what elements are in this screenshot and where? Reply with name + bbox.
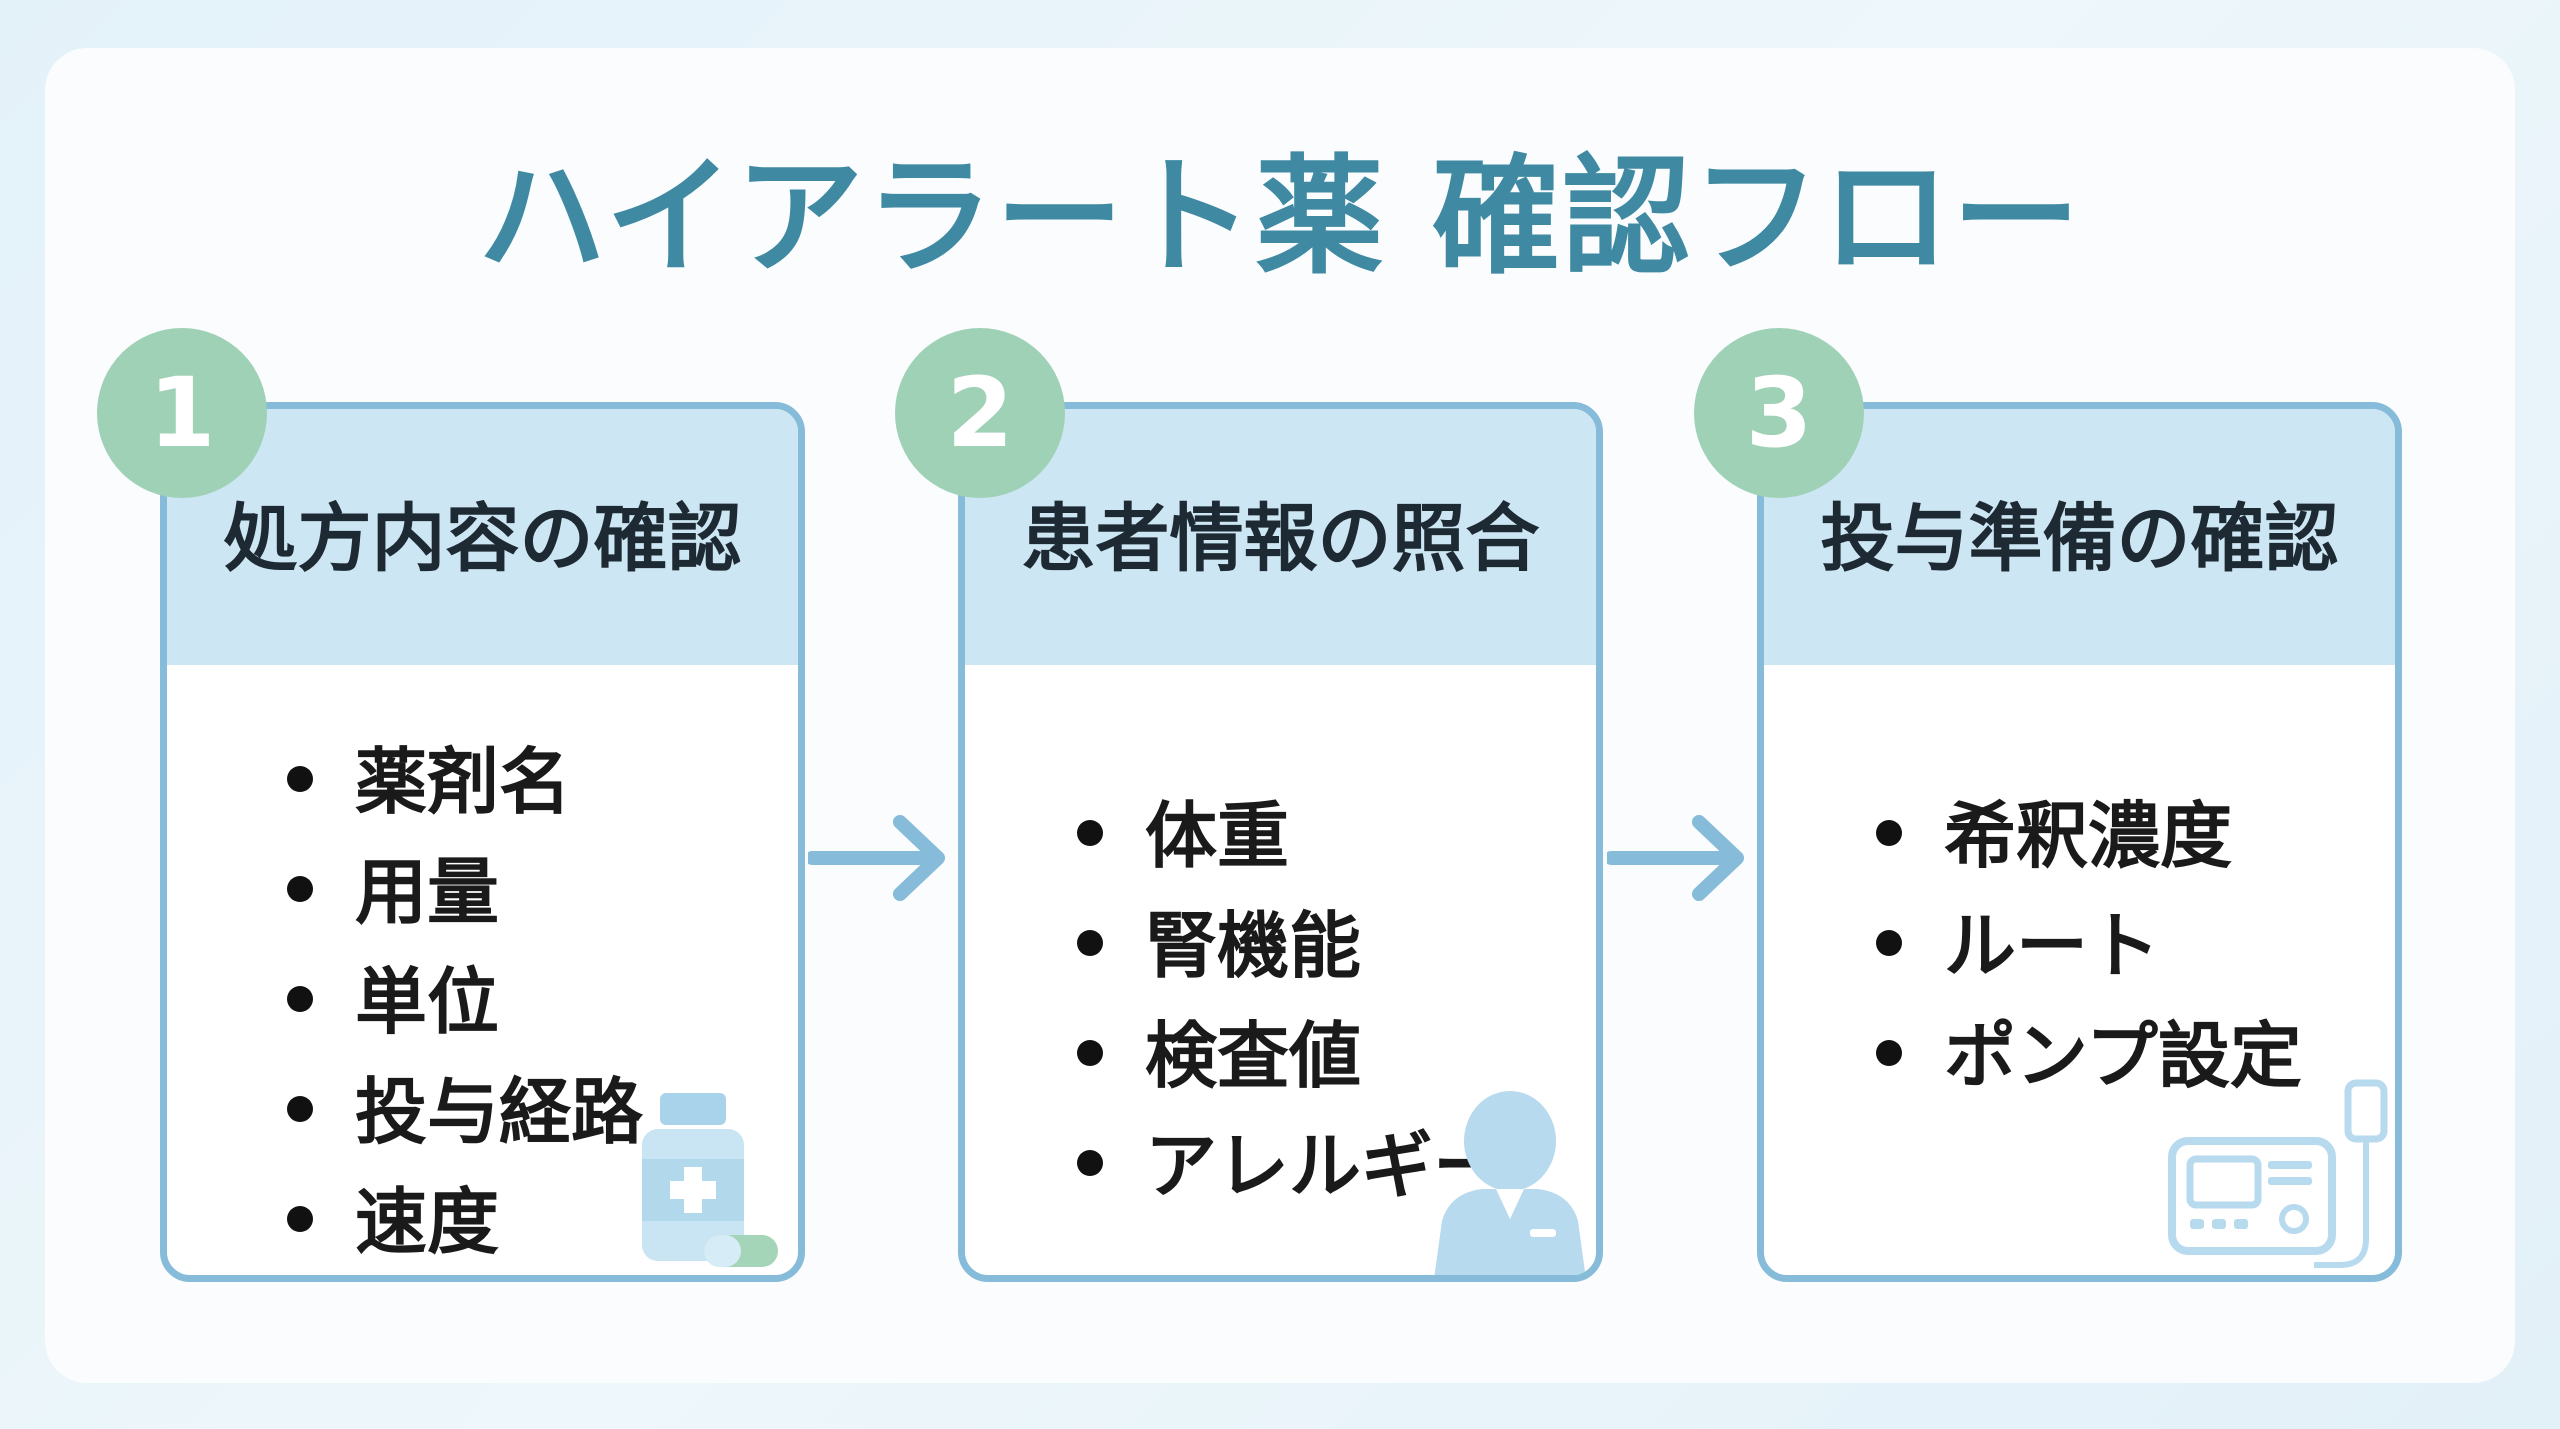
step-heading: 患者情報の照合 — [1021, 496, 1540, 582]
bullet-icon — [1077, 1040, 1103, 1067]
patient-icon — [1434, 1091, 1586, 1275]
list-item: 体重 — [1077, 781, 1596, 891]
arrow-right-icon — [808, 815, 945, 901]
list-item: ポンプ設定 — [1876, 1001, 2395, 1111]
bullet-icon — [287, 1096, 313, 1123]
infusion-pump-icon — [2168, 1079, 2388, 1268]
step-heading: 処方内容の確認 — [223, 496, 742, 582]
list-item: 腎機能 — [1077, 891, 1596, 1001]
list-item: 検査値 — [1077, 1001, 1596, 1111]
step-card-1: 処方内容の確認 薬剤名 用量 単位 投与経路 速度 — [160, 402, 805, 1282]
bullet-icon — [287, 876, 313, 903]
step-card-header: 投与準備の確認 — [1764, 409, 2395, 665]
list-item: アレルギー — [1077, 1111, 1596, 1221]
step-card-3: 投与準備の確認 希釈濃度 ルート ポンプ設定 — [1757, 402, 2402, 1282]
medicine-bottle-icon — [642, 1093, 778, 1267]
step-item-list: 希釈濃度 ルート ポンプ設定 — [1876, 781, 2395, 1111]
list-item: 薬剤名 — [287, 727, 798, 837]
list-item: 希釈濃度 — [1876, 781, 2395, 891]
list-item: 投与経路 — [287, 1057, 798, 1167]
bullet-icon — [1077, 820, 1103, 847]
bullet-icon — [1077, 930, 1103, 957]
step-badge-1: 1 — [97, 328, 267, 498]
step-card-header: 処方内容の確認 — [167, 409, 798, 665]
list-item: 用量 — [287, 837, 798, 947]
list-item: ルート — [1876, 891, 2395, 1001]
step-badge-3: 3 — [1694, 328, 1864, 498]
step-heading: 投与準備の確認 — [1820, 496, 2339, 582]
list-item: 単位 — [287, 947, 798, 1057]
bullet-icon — [287, 1206, 313, 1233]
bullet-icon — [287, 766, 313, 793]
bullet-icon — [1876, 930, 1902, 957]
step-item-list: 薬剤名 用量 単位 投与経路 速度 — [287, 727, 798, 1275]
page-title: ハイアラート薬 確認フロー — [477, 143, 2082, 292]
step-item-list: 体重 腎機能 検査値 アレルギー — [1077, 781, 1596, 1221]
bullet-icon — [1876, 820, 1902, 847]
list-item: 速度 — [287, 1167, 798, 1275]
step-card-2: 患者情報の照合 体重 腎機能 検査値 アレルギー — [958, 402, 1603, 1282]
arrow-right-icon — [1607, 815, 1744, 901]
step-badge-2: 2 — [895, 328, 1065, 498]
bullet-icon — [287, 986, 313, 1013]
step-card-header: 患者情報の照合 — [965, 409, 1596, 665]
bullet-icon — [1077, 1150, 1103, 1177]
bullet-icon — [1876, 1040, 1902, 1067]
